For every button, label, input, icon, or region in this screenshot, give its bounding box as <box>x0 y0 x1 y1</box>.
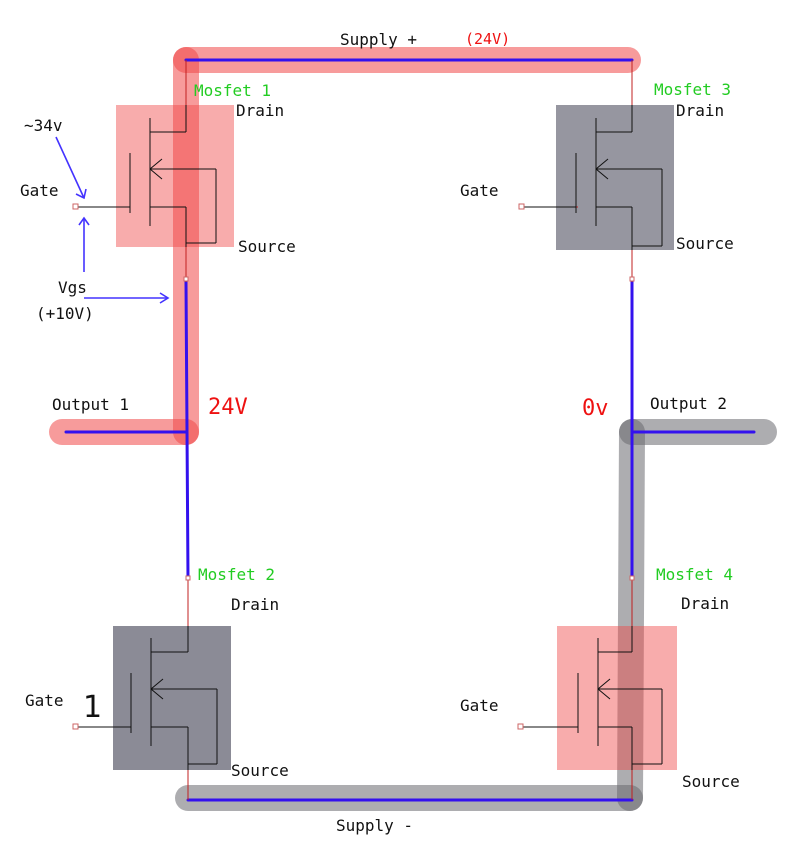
m3-source-label: Source <box>676 234 734 253</box>
m1-drain-label: Drain <box>236 101 284 120</box>
gate2-marker-label: 1 <box>83 690 102 725</box>
m4-gate-label: Gate <box>460 696 499 715</box>
m2-gate-terminal <box>72 723 79 730</box>
mosfet1-box <box>116 105 234 247</box>
mosfet2-symbol <box>76 626 218 770</box>
output1-label: Output 1 <box>52 395 129 414</box>
mosfet2-label: Mosfet 2 <box>198 565 275 584</box>
output2-voltage-label: 0v <box>582 396 609 421</box>
m3-gate-label: Gate <box>460 181 499 200</box>
m3-source-terminal <box>629 276 635 282</box>
mosfet4-symbol <box>521 626 663 770</box>
vgs-value-label: (+10V) <box>36 304 94 323</box>
mosfet2-box <box>113 626 231 770</box>
m2-gate-label: Gate <box>25 691 64 710</box>
voltage-arrows <box>55 136 170 304</box>
mosfet4-label: Mosfet 4 <box>656 565 733 584</box>
m4-drain-label: Drain <box>681 594 729 613</box>
mosfet4-box <box>557 626 677 770</box>
m4-source-label: Source <box>682 772 740 791</box>
supply-plus-label: Supply + <box>340 30 417 49</box>
output2-label: Output 2 <box>650 394 727 413</box>
m1-gate-label: Gate <box>20 181 59 200</box>
supply-plus-voltage-label: (24V) <box>465 30 510 48</box>
mosfet3-symbol <box>522 105 663 250</box>
m2-drain-terminal <box>185 575 191 581</box>
m1-source-label: Source <box>238 237 296 256</box>
m3-drain-label: Drain <box>676 101 724 120</box>
m3-gate-terminal <box>518 203 525 210</box>
blue-wires <box>64 58 756 802</box>
gate-voltage-arrow <box>55 136 85 199</box>
current-path-highlight-off <box>175 419 777 811</box>
m2-drain-label: Drain <box>231 595 279 614</box>
m4-gate-terminal <box>517 723 524 730</box>
supply-minus-label: Supply - <box>336 816 413 835</box>
m4-drain-terminal <box>629 575 635 581</box>
mosfet1-symbol <box>76 105 217 247</box>
m1-source-terminal <box>183 276 189 282</box>
mosfet3-label: Mosfet 3 <box>654 80 731 99</box>
terminal-nodes <box>72 203 635 730</box>
mosfet1-label: Mosfet 1 <box>194 81 271 100</box>
m1-gate-terminal <box>72 203 79 210</box>
vgs-label: Vgs <box>58 278 87 297</box>
m2-source-label: Source <box>231 761 289 780</box>
left-mid-wire <box>184 280 190 580</box>
gate-voltage-label: ~34v <box>24 116 63 135</box>
output1-voltage-label: 24V <box>208 395 248 420</box>
mosfet3-box <box>556 105 674 250</box>
